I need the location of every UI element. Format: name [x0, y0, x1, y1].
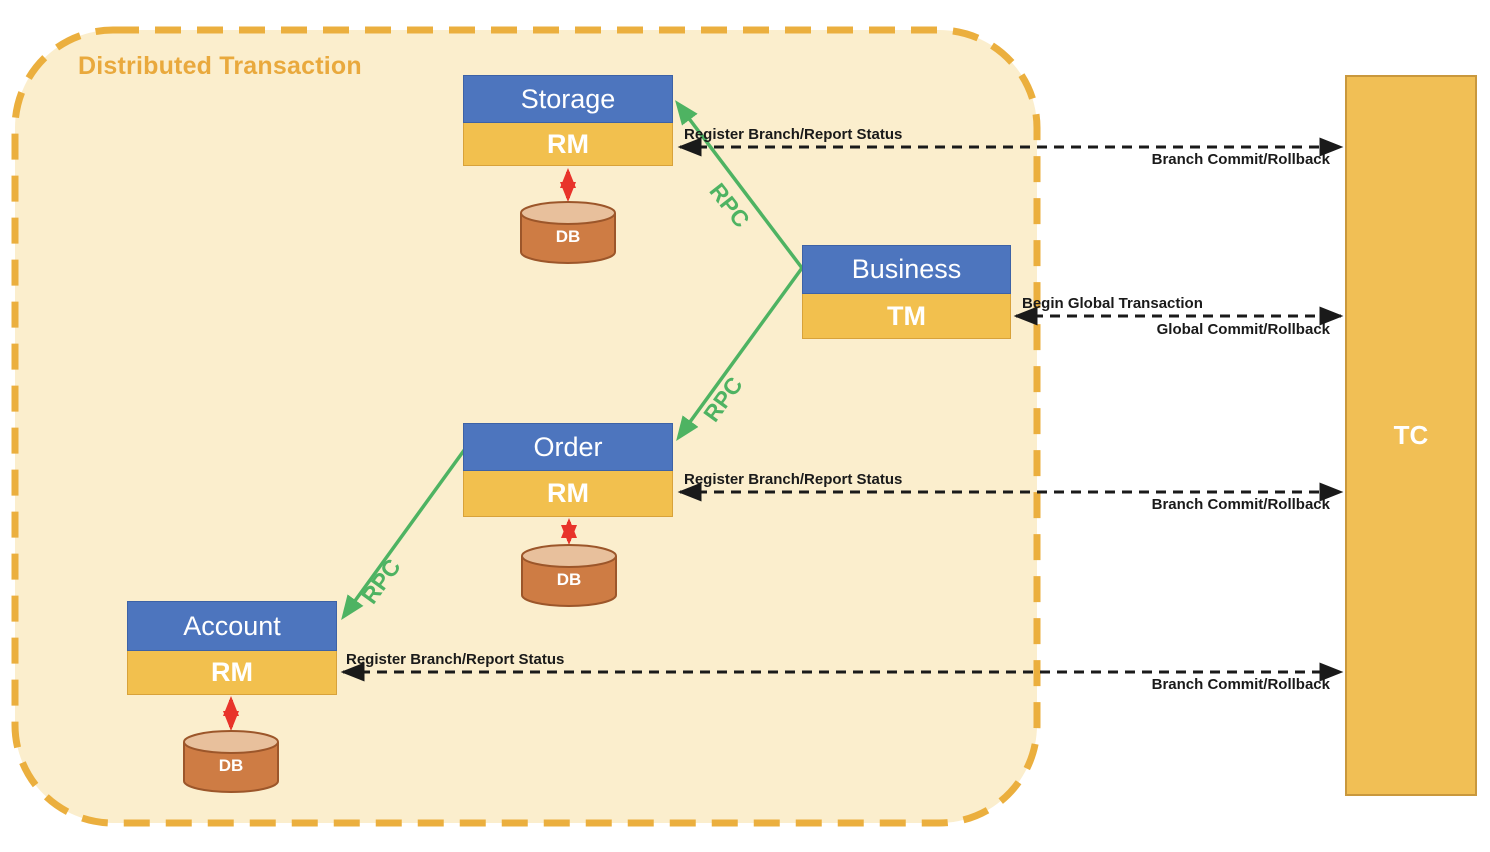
- db-label-storage: DB: [555, 227, 581, 246]
- service-role-order-rm: RM: [463, 471, 673, 517]
- service-header-account: Account: [127, 601, 337, 651]
- db-cylinder-icon: [520, 201, 616, 264]
- db-cylinder-storage: DB: [518, 201, 618, 265]
- label-branch-commit-order: Branch Commit/Rollback: [1151, 496, 1330, 513]
- db-cylinder-icon: [183, 730, 279, 793]
- service-box-storage: Storage RM: [463, 75, 673, 166]
- label-register-branch-order: Register Branch/Report Status: [684, 471, 903, 488]
- rpc-line-business-storage: [675, 100, 804, 270]
- service-header-business: Business: [802, 245, 1011, 294]
- db-label-order: DB: [556, 570, 582, 589]
- label-begin-global-transaction: Begin Global Transaction: [1022, 295, 1203, 312]
- service-box-business: Business TM: [802, 245, 1011, 339]
- service-role-account-rm: RM: [127, 651, 337, 695]
- service-header-storage: Storage: [463, 75, 673, 123]
- service-role-business-tm: TM: [802, 294, 1011, 339]
- label-branch-commit-account: Branch Commit/Rollback: [1151, 676, 1330, 693]
- label-branch-commit-storage: Branch Commit/Rollback: [1151, 151, 1330, 168]
- service-role-storage-rm: RM: [463, 123, 673, 166]
- rpc-line-business-order: [676, 266, 804, 441]
- tc-box: TC: [1345, 75, 1477, 796]
- db-label-account: DB: [218, 756, 244, 775]
- db-cylinder-account: DB: [181, 730, 281, 794]
- label-register-branch-storage: Register Branch/Report Status: [684, 126, 903, 143]
- db-cylinder-order: DB: [519, 544, 619, 608]
- tc-label: TC: [1393, 420, 1429, 450]
- diagram-title: Distributed Transaction: [78, 52, 362, 80]
- label-global-commit-rollback: Global Commit/Rollback: [1156, 321, 1330, 338]
- label-register-branch-account: Register Branch/Report Status: [346, 651, 565, 668]
- service-header-order: Order: [463, 423, 673, 471]
- db-cylinder-icon: [521, 544, 617, 607]
- service-box-account: Account RM: [127, 601, 337, 695]
- service-box-order: Order RM: [463, 423, 673, 517]
- rpc-line-order-account: [341, 447, 467, 620]
